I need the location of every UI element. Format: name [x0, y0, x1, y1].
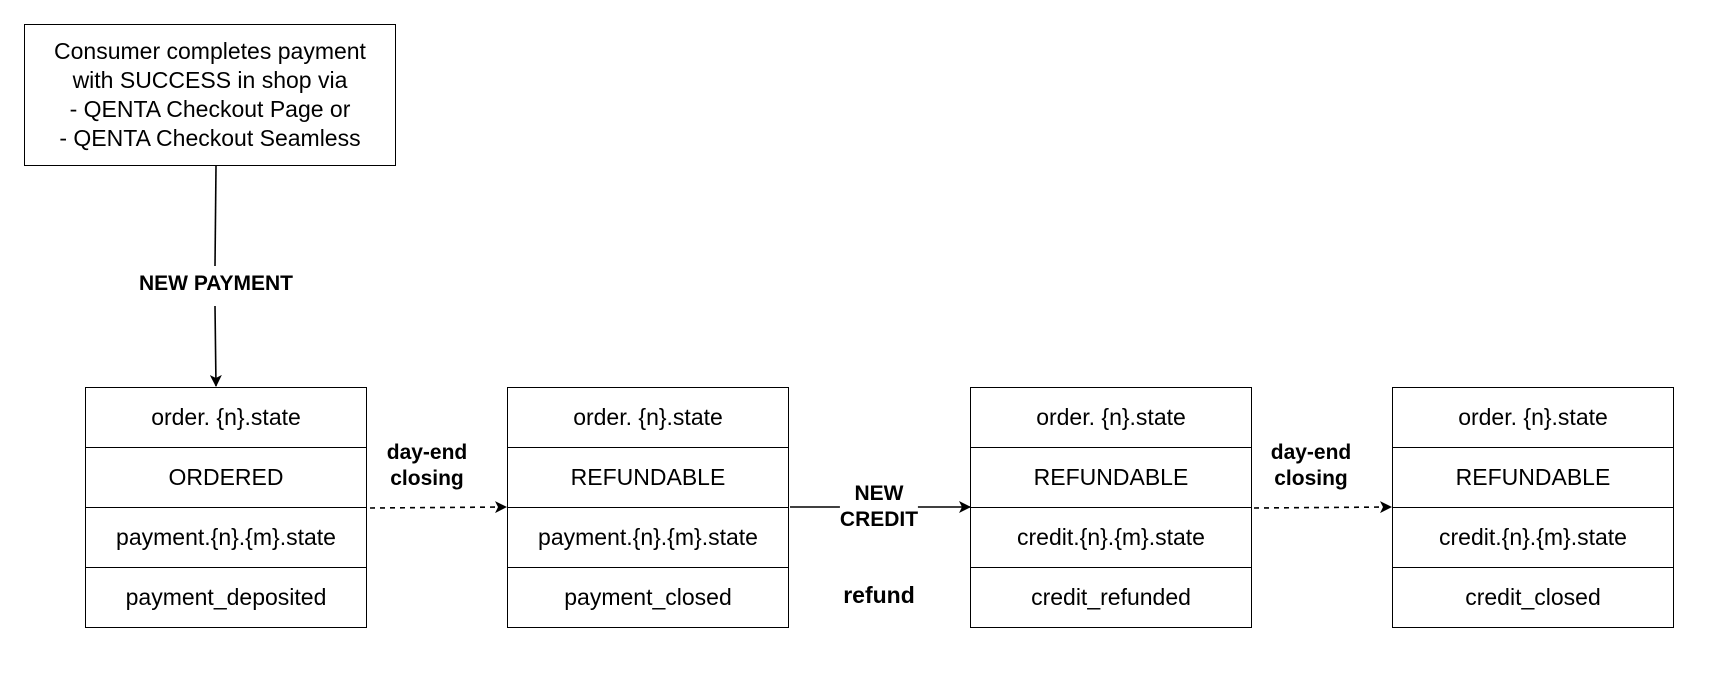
order-state-key: order. {n}.state — [573, 404, 723, 430]
state-box-payment-closed: order. {n}.state REFUNDABLE payment.{n}.… — [507, 387, 789, 628]
credit-state-value: credit_closed — [1393, 567, 1673, 627]
payment-state-key: payment.{n}.{m}.state — [86, 507, 366, 567]
state-box-ordered: order. {n}.state ORDERED payment.{n}.{m}… — [85, 387, 367, 628]
credit-state-value: credit_refunded — [971, 567, 1251, 627]
order-state-value: REFUNDABLE — [508, 447, 788, 507]
start-event-box: Consumer completes payment with SUCCESS … — [24, 24, 396, 166]
payment-state-value: payment_deposited — [86, 567, 366, 627]
start-event-text: Consumer completes payment with SUCCESS … — [54, 38, 366, 151]
day-end-closing-label-1: day-end closing — [386, 440, 468, 492]
order-state-key: order. {n}.state — [151, 404, 301, 430]
payment-state-value: payment_closed — [508, 567, 788, 627]
new-payment-connector-top — [214, 165, 217, 267]
state-box-credit-closed: order. {n}.state REFUNDABLE credit.{n}.{… — [1392, 387, 1674, 628]
day-end-closing-label-2: day-end closing — [1270, 440, 1352, 492]
new-credit-label: NEW CREDIT — [839, 481, 919, 533]
order-state-key: order. {n}.state — [1458, 404, 1608, 430]
new-payment-label: NEW PAYMENT — [138, 271, 294, 297]
state-box-credit-refunded: order. {n}.state REFUNDABLE credit.{n}.{… — [970, 387, 1252, 628]
order-state-key: order. {n}.state — [1036, 404, 1186, 430]
order-state-value: ORDERED — [86, 447, 366, 507]
day-end-arrow-1 — [369, 501, 507, 514]
day-end-arrow-2 — [1253, 501, 1392, 514]
order-state-value: REFUNDABLE — [971, 447, 1251, 507]
new-payment-arrow — [209, 305, 222, 387]
payment-state-key: payment.{n}.{m}.state — [508, 507, 788, 567]
order-state-value: REFUNDABLE — [1393, 447, 1673, 507]
refund-label: refund — [843, 582, 915, 608]
credit-state-key: credit.{n}.{m}.state — [1393, 507, 1673, 567]
credit-state-key: credit.{n}.{m}.state — [971, 507, 1251, 567]
